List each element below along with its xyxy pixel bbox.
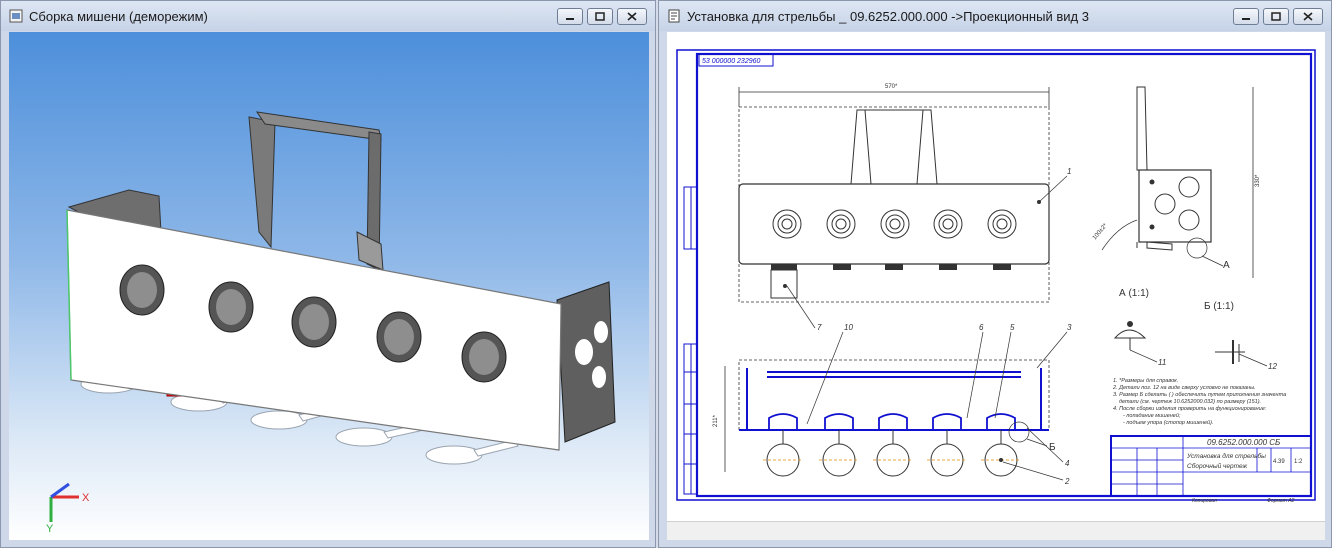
title-block-code: 09.6252.000.000 СБ (1207, 438, 1280, 447)
drawing-window: Установка для стрельбы _ 09.6252.000.000… (658, 0, 1332, 548)
detail-view-b: 12 (1215, 340, 1277, 371)
side-view: 330* 100±2* А (1092, 86, 1261, 278)
minimize-icon (1242, 17, 1250, 20)
close-icon (627, 12, 637, 21)
note-line: 4. После сборки изделия проверить на фун… (1113, 406, 1267, 412)
maximize-icon (1271, 12, 1281, 21)
title-block-mass: 4.39 (1273, 459, 1285, 465)
close-button[interactable] (1293, 8, 1323, 25)
note-line: 3. Размер Б сделать ( ) обеспечить путем… (1113, 392, 1286, 398)
horizontal-scrollbar[interactable] (667, 521, 1325, 540)
axis-triad: X Y (46, 482, 90, 535)
note-line: 1. *Размеры для справок. (1113, 378, 1178, 384)
pos-7: 7 (817, 323, 822, 332)
dim-height: 330* (1255, 174, 1261, 187)
drawing-titlebar[interactable]: Установка для стрельбы _ 09.6252.000.000… (659, 1, 1331, 31)
top-view: 211* (713, 323, 1072, 486)
pos-10: 10 (844, 323, 853, 332)
front-view: 570* (738, 84, 1071, 332)
minimize-button[interactable] (557, 8, 583, 25)
stamp-code: 53 000000 232960 (702, 58, 760, 65)
assembly-window: Сборка мишени (деморежим) (0, 0, 656, 548)
close-icon (1303, 12, 1313, 21)
title-block: 09.6252.000.000 СБ Установка для стрельб… (1110, 435, 1312, 504)
view-a-label: А (1:1) (1119, 288, 1149, 299)
title-block-scale: 1:2 (1294, 459, 1303, 465)
axis-x-label: X (82, 492, 90, 504)
marker-b: Б (1049, 442, 1056, 453)
pos-12: 12 (1268, 362, 1277, 371)
detail-view-a: 11 (1113, 321, 1166, 367)
note-line: - попадание мишеней; (1123, 412, 1181, 419)
dim-side: 211* (713, 414, 719, 427)
assembly-titlebar[interactable]: Сборка мишени (деморежим) (1, 1, 655, 31)
pos-4: 4 (1065, 459, 1070, 468)
note-line: 2. Детали поз. 12 на виде сверху условно… (1112, 385, 1256, 391)
drawing-sheet[interactable]: 53 000000 232960 570* (667, 32, 1325, 540)
assembly-doc-icon (9, 9, 23, 23)
marker-a: А (1223, 260, 1230, 271)
copied-label: Копировал (1192, 498, 1217, 504)
technical-notes: 1. *Размеры для справок. 2. Детали поз. … (1112, 378, 1286, 426)
axis-y-label: Y (46, 523, 54, 535)
minimize-icon (566, 17, 574, 20)
title-block-name-2: Сборочный чертеж (1187, 462, 1248, 470)
pos-5: 5 (1010, 323, 1015, 332)
panel-holes (119, 264, 507, 383)
title-block-name-1: Установка для стрельбы (1186, 452, 1266, 460)
format-label: Формат А2 (1267, 498, 1295, 504)
minimize-button[interactable] (1233, 8, 1259, 25)
pos-6: 6 (979, 323, 984, 332)
assembly-window-title: Сборка мишени (деморежим) (29, 8, 208, 24)
pos-11: 11 (1158, 358, 1166, 367)
close-button[interactable] (617, 8, 647, 25)
target-assembly-model: X Y (46, 111, 616, 535)
pos-2: 2 (1064, 477, 1070, 486)
drawing-doc-icon (668, 9, 680, 23)
dim-width: 570* (885, 84, 898, 90)
view-b-label: Б (1:1) (1204, 301, 1234, 312)
3d-viewport[interactable]: X Y (9, 32, 649, 540)
note-line: детали (см. чертеж 10.6252000.032) по ра… (1119, 399, 1261, 405)
assembly-drawing: 53 000000 232960 570* (676, 49, 1316, 504)
maximize-icon (595, 12, 605, 21)
maximize-button[interactable] (1263, 8, 1289, 25)
maximize-button[interactable] (587, 8, 613, 25)
pos-3: 3 (1067, 323, 1072, 332)
pos-1: 1 (1067, 167, 1071, 176)
note-line: - подъем упора (стопор мишеней). (1123, 419, 1213, 426)
drawing-window-title: Установка для стрельбы _ 09.6252.000.000… (687, 8, 1089, 24)
dim-angle: 100±2* (1092, 222, 1109, 241)
